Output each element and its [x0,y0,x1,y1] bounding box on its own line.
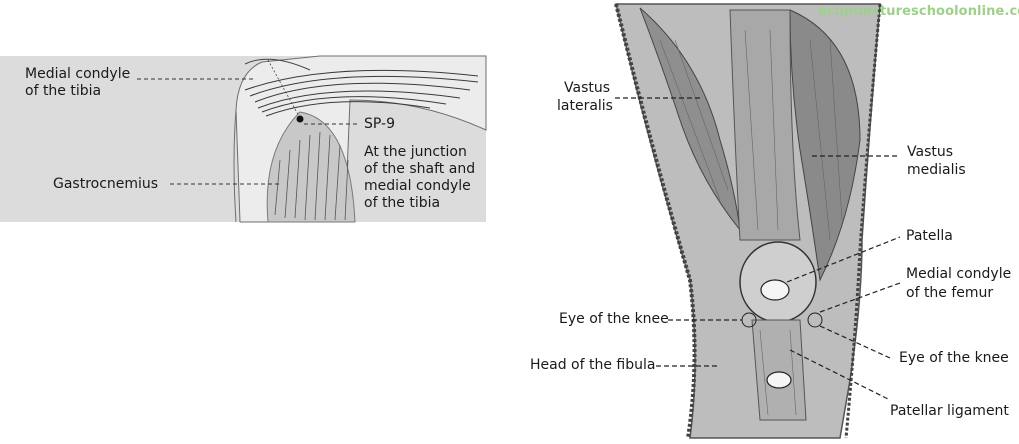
label-patellar-ligament: Patellar ligament [890,403,1009,419]
label-patella: Patella [906,228,953,244]
label-vastus-lateralis-line2: lateralis [557,98,613,114]
label-head-of-fibula: Head of the fibula [530,357,656,373]
label-junction-line3: medial condyle [364,178,471,194]
label-medial-condyle-tibia-line2: of the tibia [25,83,102,99]
label-medial-condyle-femur-line2: of the femur [906,285,994,301]
eye-of-knee-medial-marker [807,312,823,328]
watermark-text: acupunctureschoolonline.com [818,4,1019,19]
label-vastus-medialis-line1: Vastus [907,144,954,160]
label-eye-of-knee-left: Eye of the knee [559,311,669,327]
left-leader-lines [137,78,358,185]
label-medial-condyle-tibia-line1: Medial condyle [25,66,131,82]
label-vastus-lateralis-line1: Vastus [564,80,611,96]
label-eye-of-knee-right: Eye of the knee [899,350,1009,366]
label-vastus-medialis-line2: medialis [907,162,966,178]
right-knee-drawing [614,3,882,439]
label-junction-line1: At the junction [364,144,467,160]
label-sp9: SP-9 [364,116,395,132]
label-junction-line2: of the shaft and [364,161,476,177]
sp9-point [296,115,304,123]
label-medial-condyle-femur-line1: Medial condyle [906,266,1012,282]
right-leader-lines [615,97,901,401]
left-leg-drawing [233,55,487,223]
label-gastrocnemius: Gastrocnemius [53,176,159,192]
label-junction-line4: of the tibia [364,195,441,211]
